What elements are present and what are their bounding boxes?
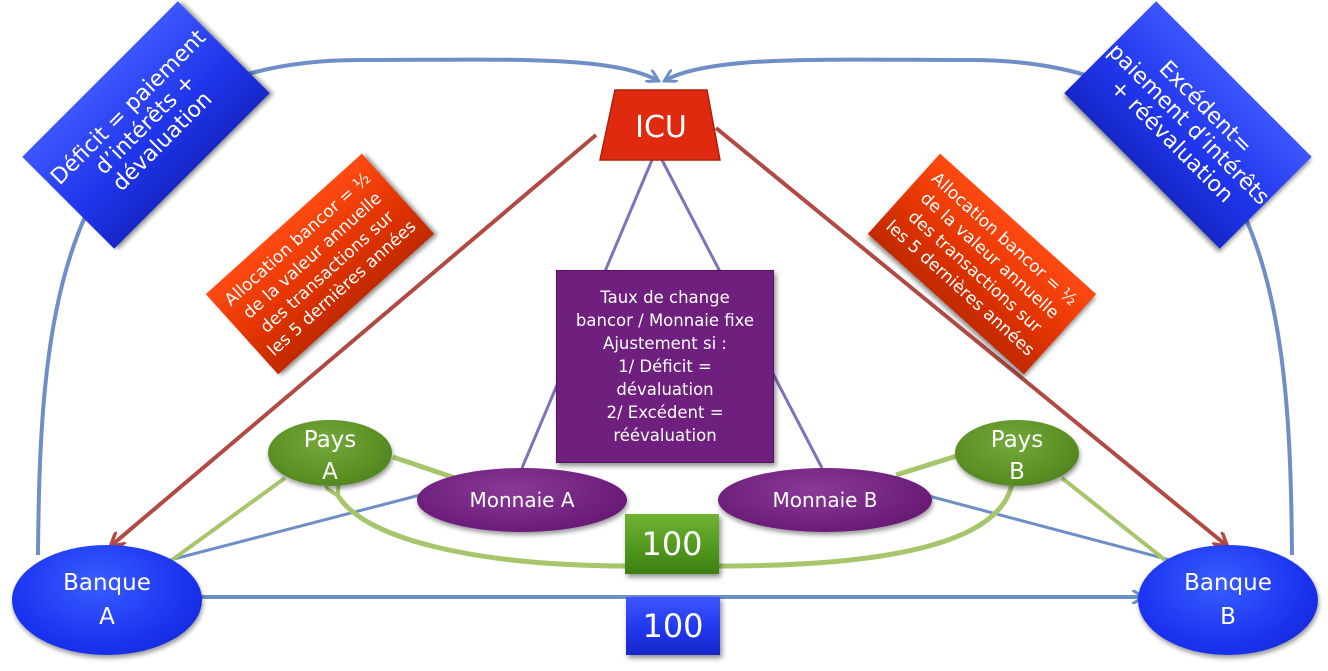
taux-de-change-text: Taux de change bancor / Monnaie fixe Aju…	[575, 288, 755, 445]
monnaie-b-node: Monnaie B	[718, 468, 932, 532]
line-monnaie-b-to-pays-b	[895, 452, 961, 478]
pays-b-node: Pays B	[955, 420, 1079, 486]
taux-de-change-box: Taux de change bancor / Monnaie fixe Aju…	[556, 270, 774, 463]
arrow-icu-to-banque-b	[714, 126, 1226, 545]
banque-a-label: Banque A	[63, 570, 151, 630]
arrow-icu-to-banque-a	[112, 133, 598, 545]
icu-label: ICU	[635, 110, 687, 145]
transfer-green-label: 100	[641, 525, 703, 563]
transfer-green-box: 100	[625, 514, 719, 574]
banque-b-node: Banque B	[1138, 545, 1318, 655]
icu-shape	[599, 89, 721, 161]
pays-a-node: Pays A	[268, 420, 392, 486]
pays-a-label: Pays A	[303, 427, 357, 485]
monnaie-b-label: Monnaie B	[772, 488, 878, 512]
line-banque-a-to-pays-a	[170, 476, 287, 562]
monnaie-a-label: Monnaie A	[469, 488, 575, 512]
banque-a-node: Banque A	[12, 545, 202, 655]
pays-b-label: Pays B	[990, 427, 1044, 485]
transfer-blue-box: 100	[626, 597, 720, 655]
line-banque-a-to-monnaie-a	[169, 493, 421, 562]
transfer-blue-label: 100	[642, 607, 704, 645]
banque-b-label: Banque B	[1184, 570, 1272, 630]
line-banque-b-to-pays-b	[1060, 476, 1167, 562]
line-pays-a-to-monnaie-a	[392, 454, 456, 481]
line-banque-b-to-monnaie-b	[924, 493, 1171, 562]
monnaie-a-node: Monnaie A	[417, 468, 627, 532]
